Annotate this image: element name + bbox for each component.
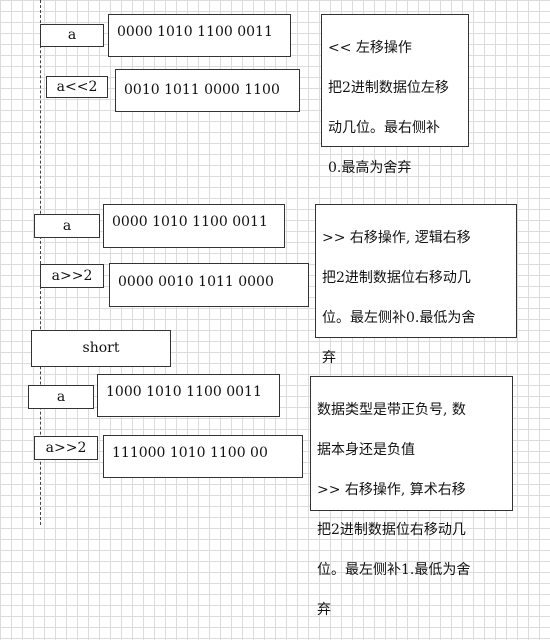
note-line: << 左移操作 — [328, 40, 412, 56]
note-line: 位。最左侧补0.最低为舍 — [322, 310, 476, 326]
left-shift-note: << 左移操作 把2进制数据位左移 动几位。最右侧补 0.最高为舍弃 — [321, 14, 469, 176]
shift-left-value: 0010 1011 0000 1100 — [115, 69, 300, 112]
shift-right-value-1: 0000 0010 1011 0000 — [109, 263, 309, 307]
var-a-value-3: 1000 1010 1100 0011 — [97, 374, 280, 417]
arithmetic-right-shift-note: 数据类型是带正负号, 数 据本身还是负值 >> 右移操作, 算术右移 把2进制数… — [310, 376, 513, 618]
shift-left-label: a<<2 — [46, 76, 108, 98]
type-short-label: short — [31, 330, 171, 367]
note-line: 据本身还是负值 — [317, 442, 415, 458]
note-line: 0.最高为舍弃 — [328, 160, 412, 176]
var-a-label-1: a — [40, 24, 104, 47]
note-line: 弃 — [317, 602, 331, 618]
note-line: 把2进制数据位右移动几 — [322, 270, 471, 286]
note-line: 数据类型是带正负号, 数 — [317, 402, 466, 418]
logical-right-shift-note: >> 右移操作, 逻辑右移 把2进制数据位右移动几 位。最左侧补0.最低为舍 弃 — [315, 204, 517, 366]
note-line: >> 右移操作, 算术右移 — [317, 482, 466, 498]
shift-right-label-1: a>>2 — [40, 264, 104, 288]
shift-right-label-2: a>>2 — [34, 436, 98, 460]
var-a-label-2: a — [34, 214, 100, 238]
dashed-guide-line — [40, 0, 41, 525]
note-line: 弃 — [322, 350, 336, 366]
note-line: 位。最左侧补1.最低为舍 — [317, 562, 471, 578]
var-a-value-1: 0000 1010 1100 0011 — [108, 14, 291, 57]
var-a-label-3: a — [28, 385, 94, 409]
note-line: 动几位。最右侧补 — [328, 120, 440, 136]
note-line: 把2进制数据位左移 — [328, 80, 449, 96]
var-a-value-2: 0000 1010 1100 0011 — [103, 204, 285, 248]
note-line: 把2进制数据位右移动几 — [317, 522, 466, 538]
shift-right-value-2: 111000 1010 1100 00 — [103, 435, 303, 478]
note-line: >> 右移操作, 逻辑右移 — [322, 230, 471, 246]
